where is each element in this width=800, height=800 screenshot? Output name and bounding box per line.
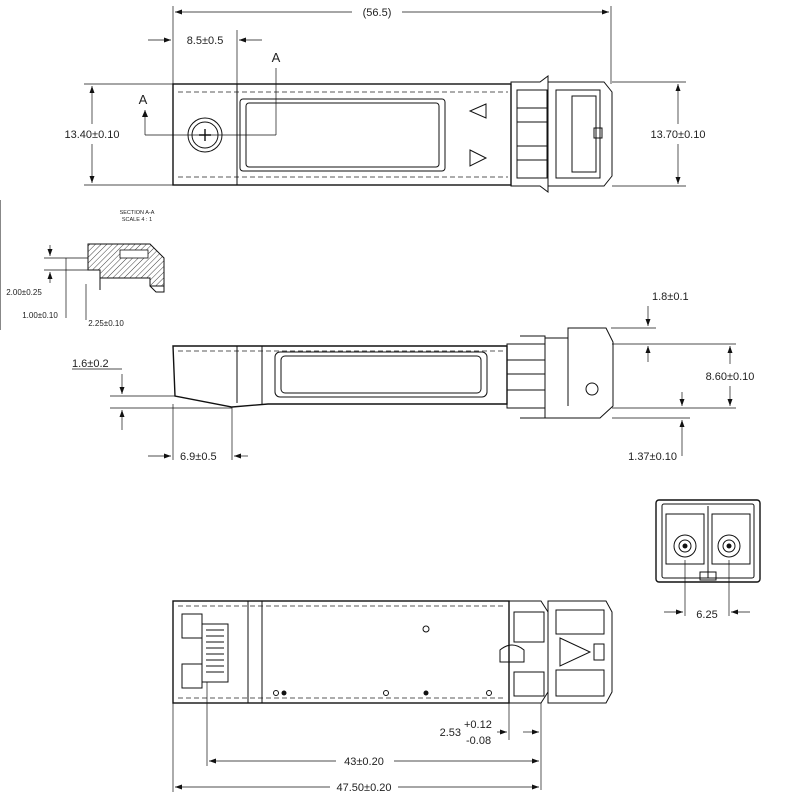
section-title: SECTION A-A: [120, 210, 155, 216]
body-width-label: 13.40±0.10: [65, 129, 120, 141]
triangle-left-icon: [468, 103, 487, 119]
nose-offset-label: 1.37±0.10: [628, 451, 677, 463]
side-label-recess: [274, 351, 488, 398]
rear-offset-label: 6.9±0.5: [180, 451, 217, 463]
tolerance-plus-label: +0.12: [464, 719, 492, 731]
section-dim-2: 1.00±0.10: [22, 311, 58, 320]
electrical-contacts: [181, 613, 229, 689]
tolerance-minus-label: -0.08: [466, 735, 491, 747]
side-latch-assembly: [506, 327, 614, 419]
front-view-outline: [655, 499, 761, 583]
overall-length-label: (56.5): [363, 7, 392, 19]
top-view-dimensions: (56.5) 8.5±0.5 A A 13.40±0.10 13.70±0.10: [65, 6, 706, 187]
section-dim-3: 2.25±0.10: [88, 319, 124, 328]
front-view: 6.25: [655, 499, 761, 621]
fiber-port-right-icon: [717, 534, 741, 558]
mount-hole: [422, 625, 430, 633]
bottom-view-dimensions: 2.53 +0.12 -0.08 43±0.20 47.50±0.20: [172, 682, 542, 794]
fiber-port-left-icon: [673, 534, 697, 558]
bottom-view: [172, 600, 613, 704]
section-mark-left: A: [139, 92, 148, 107]
bottom-view-body: [172, 600, 510, 704]
bottom-latch-assembly: [499, 600, 613, 704]
tolerance-nominal-label: 2.53: [440, 727, 461, 739]
top-view: [172, 75, 613, 193]
section-a-a: SECTION A-A SCALE 4 : 1 2.00±0.25 1.00±0…: [0, 200, 165, 330]
side-view-dimensions: 1.8±0.1 8.60±0.10 1.37±0.10 1.6±0.2 6.9±…: [72, 291, 754, 463]
total-length-label: 47.50±0.20: [337, 782, 392, 794]
section-mark-top: A: [272, 50, 281, 65]
port-pitch-label: 6.25: [696, 609, 717, 621]
triangle-right-icon: [469, 149, 488, 167]
latch-offset-label: 8.5±0.5: [187, 35, 224, 47]
nose-height-label: 8.60±0.10: [706, 371, 755, 383]
contact-length-label: 43±0.20: [344, 756, 384, 768]
side-view: [172, 327, 614, 419]
latch-width-label: 13.70±0.10: [651, 129, 706, 141]
latch-assembly: [510, 75, 613, 193]
section-dim-1: 2.00±0.25: [6, 288, 42, 297]
bottom-step-label: 1.6±0.2: [72, 358, 109, 370]
section-scale: SCALE 4 : 1: [122, 217, 152, 223]
side-view-body: [172, 345, 508, 408]
top-step-label: 1.8±0.1: [652, 291, 689, 303]
